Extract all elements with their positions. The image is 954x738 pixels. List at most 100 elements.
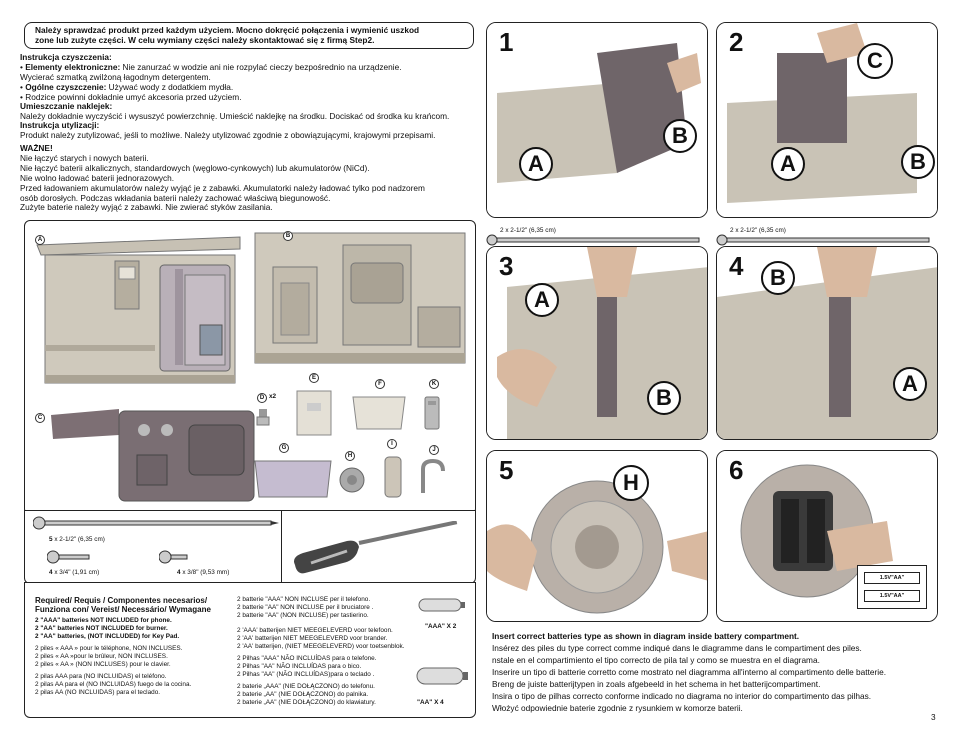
screw-long-size: x 2-1/2" (6,35 cm) [52,536,105,543]
screw-short-image [159,550,188,564]
general-cleaning-bullet: • Ogólne czyszczenie: Używać wody z doda… [20,82,234,92]
part-e-label: E [309,373,319,383]
parents-bullet: • Rodzice powinni dokładnie umyć akcesor… [20,92,242,102]
screw-medium-image [47,550,90,564]
warning-line-2: zone lub zużyte części. W celu wymiany c… [35,35,375,45]
battery-instr-pl: Włożyć odpowiednie baterie zgodnie z rys… [492,703,743,713]
screwdriver-icon [294,521,458,574]
battery-instr-es: nstale en el compartimiento el tipo corr… [492,655,820,665]
req-it-3: 2 batterie "AA" (NON INCLUSE) per tastie… [237,612,369,619]
important-line-1: Nie łączyć starych i nowych baterii. [20,153,149,163]
part-d-qty: x2 [269,393,277,400]
cleaning-heading: Instrukcja czyszczenia: [20,52,112,62]
disposal-text: Produkt należy zutylizować, jeśli to moż… [20,130,436,140]
part-b-kitchen-image [254,232,466,364]
part-k-keypad-image [424,396,440,430]
req-es-3: 2 pilas AA (NO INCLUIDAS) para el teclad… [35,689,161,696]
req-pt-3: 2 Pilhas "AA" (NÃO INCLUÍDAS)para o tecl… [237,671,375,678]
req-es-2: 2 pilas AA para el (NO INCLUIDAS) fuego … [35,681,192,688]
step-4-ruler-label: 2 x 2-1/2" (6,35 cm) [730,227,786,234]
important-heading: WAŻNE! [20,143,53,153]
part-e-door-image [296,390,332,436]
battery-diagram-slot-1: 1.5V"AA" [864,572,920,584]
req-fr-2: 2 piles « AA »pour le brûleur, NON INCLU… [35,653,168,660]
part-f-label: F [375,379,385,389]
electronics-line-2: Wycierać szmatką zwilżoną łagodnym deter… [20,72,211,82]
step-4-ruler-screw [716,234,930,246]
decals-text: Należy dokładnie wyczyścić i wysuszyć po… [20,111,450,121]
step-2-callout-a: A [771,147,805,181]
battery-diagram-slot-2: 1.5V"AA" [864,590,920,602]
req-pt-1: 2 Pilhas "AAA" NÃO INCLUÍDAS para o tele… [237,655,377,662]
screw-short-size: x 3/8" (9,53 mm) [180,569,230,576]
req-en-2: 2 "AA" batteries NOT INCLUDED for burner… [35,625,168,632]
screw-medium-qty: 4 [49,569,53,576]
battery-diagram-label-2: 1.5V"AA" [879,593,905,599]
step-4-photo [717,247,937,439]
part-j-label: J [429,445,439,455]
part-d-knob-image [256,409,270,426]
part-h-burner-image [339,467,365,493]
req-es-1: 2 pilas AAA para (NO INCLUIDAS) el teléf… [35,673,167,680]
part-b-label: B [283,231,293,241]
step-1-number: 1 [499,27,514,57]
step-2-callout-b: B [901,145,935,179]
important-line-2: Nie łączyć baterii alkalicznych, standar… [20,163,370,173]
part-j-faucet-image [421,458,445,493]
part-f-bin-image [352,396,406,430]
step-3-ruler-screw [486,234,700,246]
step-5-callout-h: H [613,465,649,501]
parents-text: Rodzice powinni dokładnie umyć akcesoria… [25,92,242,102]
step-4-callout-b: B [761,261,795,295]
step-2-callout-c: C [857,43,893,79]
hardware-divider [281,511,282,583]
step-3-number: 3 [499,251,514,281]
screw-long-qty: 5 [49,536,53,543]
step-4-number: 4 [729,251,744,281]
required-heading-1: Required/ Requis / Componentes necesario… [35,596,208,605]
part-a-label: A [35,235,45,245]
req-en-3: 2 "AA" batteries, (NOT INCLUDED) for Key… [35,633,180,640]
step-5-panel: 5 H [486,450,708,622]
required-heading-2: Funziona con/ Vereist/ Necessário/ Wymag… [35,605,211,614]
electronics-label: Elementy elektroniczne: [25,62,121,72]
aa-battery-icon [416,667,468,685]
hardware-box: 5 x 2-1/2" (6,35 cm) 4 x 3/4" (1,91 cm) … [24,510,476,584]
general-cleaning-label: Ogólne czyszczenie: [25,82,107,92]
part-k-label: K [429,379,439,389]
req-it-2: 2 batterie "AA" NON INCLUSE per il bruci… [237,604,374,611]
part-g-sink-image [254,460,332,498]
part-a-kitchen-image [36,236,241,384]
aaa-count-label: "AAA" X 2 [425,623,457,630]
screw-short-caption: 4 x 3/8" (9,53 mm) [177,569,229,576]
electronics-bullet: • Elementy elektroniczne: Nie zanurzać w… [20,62,402,72]
req-en-1: 2 "AAA" batteries NOT INCLUDED for phone… [35,617,172,624]
step-3-callout-b: B [647,381,681,415]
aaa-battery-icon [418,598,465,612]
step-3-callout-a: A [525,283,559,317]
screw-medium-size: x 3/4" (1,91 cm) [52,569,100,576]
part-c-label: C [35,413,45,423]
part-i-label: I [387,439,397,449]
step-2-number: 2 [729,27,744,57]
req-it-1: 2 batterie "AAA" NON INCLUSE per il tele… [237,596,371,603]
step-2-photo [717,23,937,217]
battery-instr-nl: Breng de juiste batterijtypen in zoals a… [492,679,821,689]
electronics-text: Nie zanurzać w wodzie ani nie rozpylać c… [120,62,402,72]
step-4-callout-a: A [893,367,927,401]
parts-box: A B C D x2 E F K G H I J [24,220,476,515]
important-line-4: Przed ładowaniem akumulatorów należy wyj… [20,183,425,193]
battery-diagram-label-1: 1.5V"AA" [879,575,905,581]
screw-long-image [33,516,279,530]
page-number: 3 [931,712,936,722]
req-nl-3: 2 'AA' batterijen, (NIET MEEGELEVERD) vo… [237,643,405,650]
screw-short-qty: 4 [177,569,181,576]
required-box: Required/ Requis / Componentes necesario… [24,582,476,718]
step-1-panel: 1 A B [486,22,708,218]
battery-instr-it: Inserire un tipo di batterie corretto co… [492,667,887,677]
battery-instr-fr: Insérez des piles du type correct comme … [492,643,862,653]
step-6-number: 6 [729,455,744,485]
req-pl-3: 2 baterie „AA" (NIE DOŁĄCZONO) do klawia… [237,699,376,706]
step-6-panel: 6 1.5V"AA" 1.5V"AA" [716,450,938,622]
warning-line-1: Należy sprawdzać produkt przed każdym uż… [35,25,420,35]
